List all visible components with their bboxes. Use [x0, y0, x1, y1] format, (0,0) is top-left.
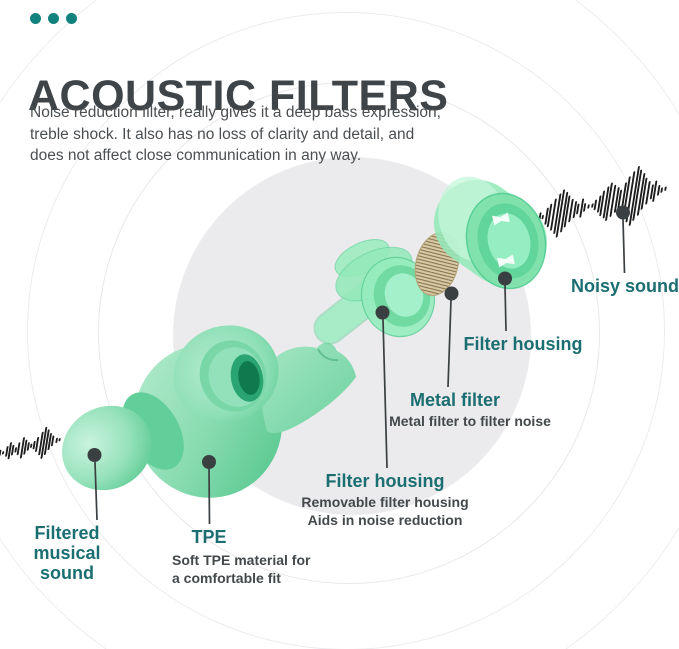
- wave-bar: [664, 186, 667, 192]
- accent-dot: [66, 13, 77, 24]
- callout-dot-tpe: [202, 455, 216, 469]
- filtered-sound-wave-icon: [0, 409, 88, 479]
- sublabel-filter-housing-bottom: Removable filter housing Aids in noise r…: [295, 493, 475, 529]
- accent-dot: [30, 13, 41, 24]
- label-filter-housing-top: Filter housing: [463, 334, 583, 354]
- wave-bar: [660, 186, 664, 193]
- sublabel-tpe: Soft TPE material for a comfortable fit: [172, 551, 322, 587]
- label-line: sound: [40, 563, 94, 583]
- wave-bar: [534, 215, 538, 222]
- label-noisy-sound: Noisy sound: [570, 276, 679, 296]
- callout-line-tpe: [208, 468, 211, 525]
- label-tpe: TPE: [191, 527, 227, 547]
- wave-bar: [590, 203, 594, 209]
- description-line: Noise reduction filter, really gives it …: [30, 104, 441, 121]
- noisy-sound-wave-icon: [523, 134, 679, 269]
- wave-bar: [2, 450, 5, 455]
- sublabel-metal-filter: Metal filter to filter noise: [389, 413, 551, 429]
- label-filtered-musical-sound: Filtered musical sound: [2, 523, 132, 583]
- accent-dot: [48, 13, 59, 24]
- wave-bar: [54, 437, 58, 443]
- wave-bar: [541, 214, 545, 220]
- description-line: does not affect close communication in a…: [30, 147, 362, 164]
- wave-bar: [583, 202, 587, 212]
- housing-bowtie-mark-top: [492, 212, 510, 226]
- callout-dot-filtered-musical: [87, 448, 102, 462]
- sublabel-line: Removable filter housing: [301, 494, 469, 510]
- description-line: treble shock. It also has no loss of cla…: [30, 125, 415, 143]
- label-metal-filter: Metal filter: [409, 390, 501, 410]
- page-title: ACOUSTIC FILTERS: [28, 71, 449, 120]
- sublabel-line: a comfortable fit: [172, 570, 281, 586]
- sublabel-line: Soft TPE material for: [172, 552, 311, 568]
- callout-line-filtered-musical: [94, 461, 98, 521]
- page-description: Noise reduction filter, really gives it …: [30, 102, 441, 167]
- sublabel-line: Aids in noise reduction: [307, 512, 463, 528]
- label-filter-housing-bottom: Filter housing: [325, 471, 445, 491]
- wave-bar: [51, 435, 55, 447]
- label-line: Filtered musical: [33, 523, 101, 563]
- wave-bar: [587, 204, 590, 209]
- wave-bar: [57, 437, 61, 442]
- header-dots: [30, 13, 77, 24]
